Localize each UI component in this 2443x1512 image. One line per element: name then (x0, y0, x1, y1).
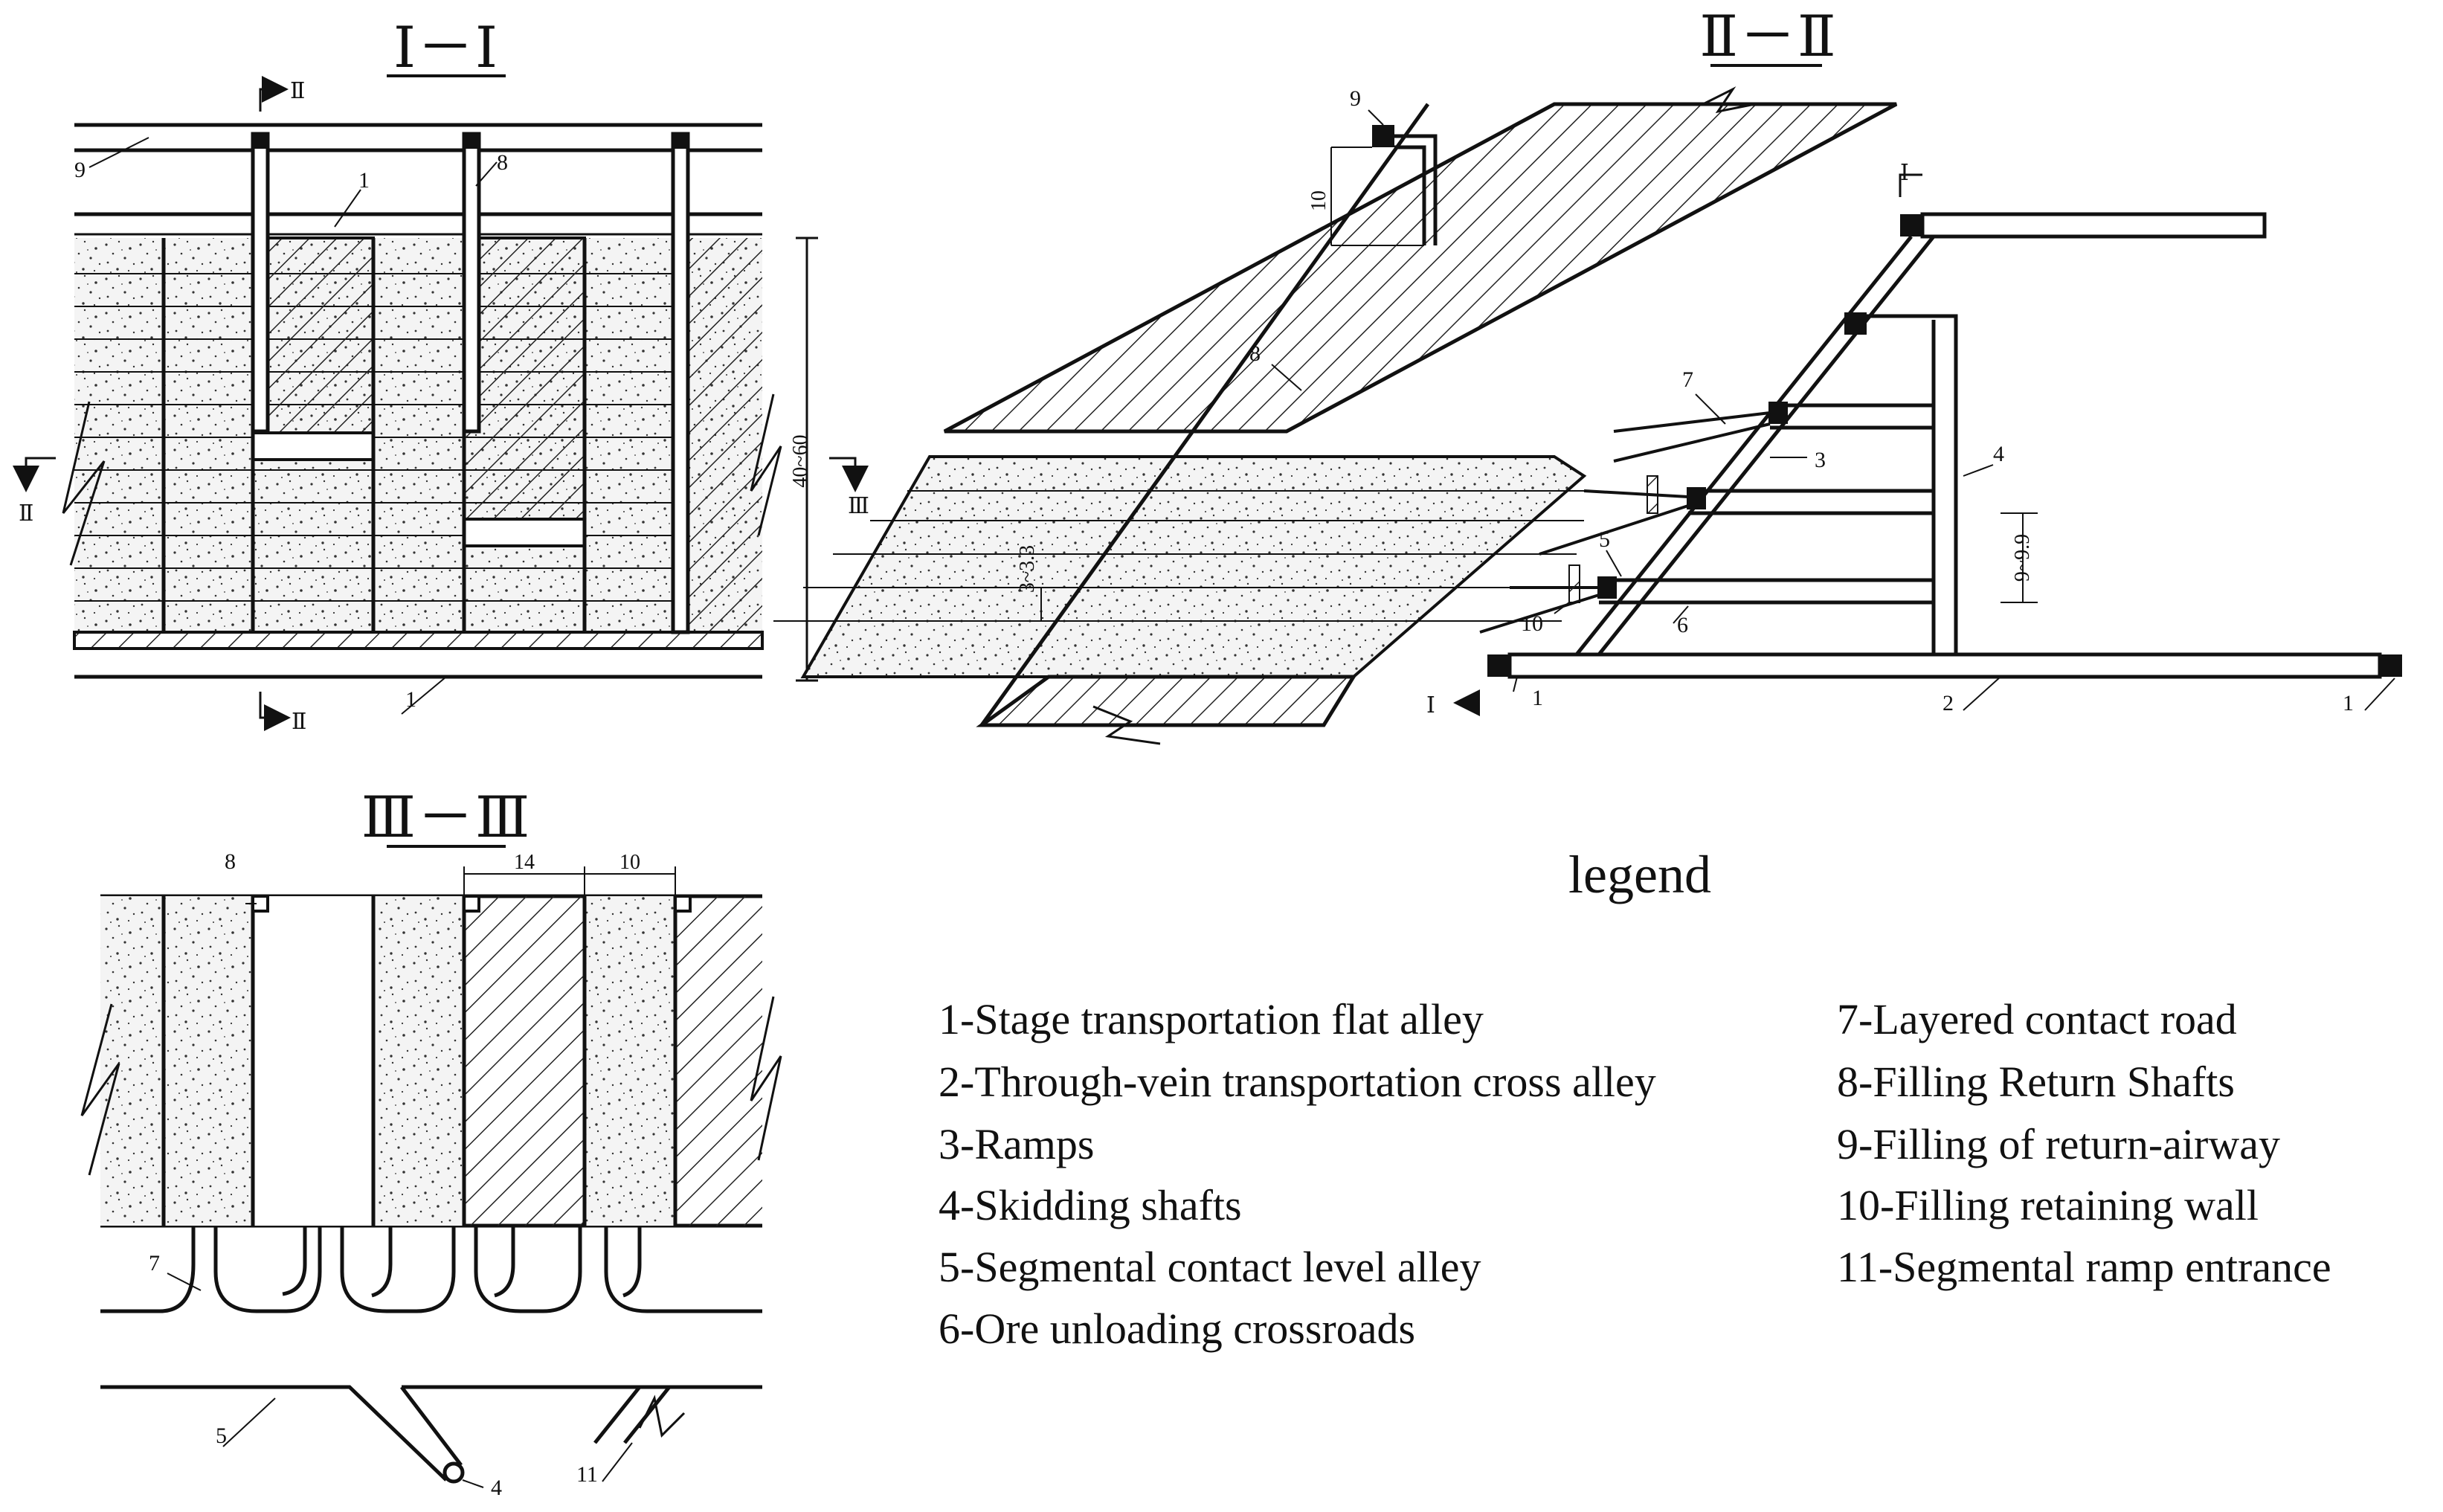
dim-14: 14 (514, 851, 535, 874)
callout-4-ii: 4 (1993, 442, 2004, 466)
callout-11-iii: 11 (576, 1462, 598, 1487)
legend-item-8: 8-Filling Return Shafts (1837, 1058, 2235, 1106)
callout-1-i-top: 1 (358, 168, 370, 193)
marker-ii-top: Ⅱ (290, 79, 305, 103)
callout-2-ii: 2 (1943, 691, 1954, 715)
legend: legend 1-Stage transportation flat alley… (939, 845, 2331, 1353)
callout-5-ii: 5 (1599, 527, 1610, 552)
section-i-i: Ⅰ－Ⅰ (13, 17, 869, 734)
legend-item-1: 1-Stage transportation flat alley (939, 995, 1484, 1043)
section-iii-iii: Ⅲ－Ⅲ 14 10 (80, 787, 782, 1500)
callout-1-i-bottom: 1 (405, 687, 416, 712)
section-ii-ii: Ⅱ－Ⅱ 10 (773, 6, 2402, 745)
callout-9-ii: 9 (1350, 86, 1361, 111)
callout-1-ii-right: 1 (2343, 691, 2354, 715)
callout-4-iii: 4 (491, 1476, 502, 1500)
legend-item-2: 2-Through-vein transportation cross alle… (939, 1058, 1656, 1106)
legend-title: legend (1568, 845, 1711, 904)
dim-10-iii: 10 (619, 851, 640, 874)
callout-3-ii: 3 (1815, 448, 1826, 472)
section-ii-ii-title: Ⅱ－Ⅱ (1699, 6, 1837, 68)
legend-item-5: 5-Segmental contact level alley (939, 1243, 1481, 1291)
dim-3-3-3: 3~3.3 (1016, 545, 1039, 593)
marker-i-bottom: Ⅰ (1426, 693, 1435, 718)
dim-9-9-9: 9~9.9 (2011, 534, 2034, 582)
dim-10-ii: 10 (1307, 190, 1330, 211)
callout-8-i: 8 (497, 150, 508, 175)
legend-item-9: 9-Filling of return-airway (1837, 1120, 2280, 1168)
legend-item-7: 7-Layered contact road (1837, 995, 2237, 1043)
callout-1-ii-left: 1 (1532, 686, 1543, 710)
callout-9-i: 9 (74, 158, 86, 182)
legend-item-11: 11-Segmental ramp entrance (1837, 1243, 2331, 1291)
legend-item-4: 4-Skidding shafts (939, 1181, 1242, 1229)
callout-6-ii: 6 (1677, 613, 1688, 637)
callout-8-ii: 8 (1249, 341, 1261, 366)
callout-10-ii: 10 (1521, 611, 1543, 636)
legend-item-3: 3-Ramps (939, 1120, 1094, 1168)
marker-iii-right: Ⅲ (848, 494, 869, 518)
marker-i-top: Ⅰ (1900, 161, 1909, 185)
dim-40-60: 40~60 (789, 434, 812, 487)
marker-ii-bottom: Ⅱ (292, 710, 306, 734)
section-i-i-title: Ⅰ－Ⅰ (393, 17, 499, 80)
callout-5-iii: 5 (216, 1423, 227, 1448)
callout-7-ii: 7 (1682, 367, 1693, 392)
legend-item-6: 6-Ore unloading crossroads (939, 1304, 1415, 1353)
section-iii-iii-title: Ⅲ－Ⅲ (361, 787, 532, 849)
callout-7-iii: 7 (149, 1251, 160, 1275)
callout-8-iii: 8 (225, 849, 236, 874)
marker-ii-left: Ⅱ (19, 501, 33, 526)
legend-item-10: 10-Filling retaining wall (1837, 1181, 2259, 1229)
